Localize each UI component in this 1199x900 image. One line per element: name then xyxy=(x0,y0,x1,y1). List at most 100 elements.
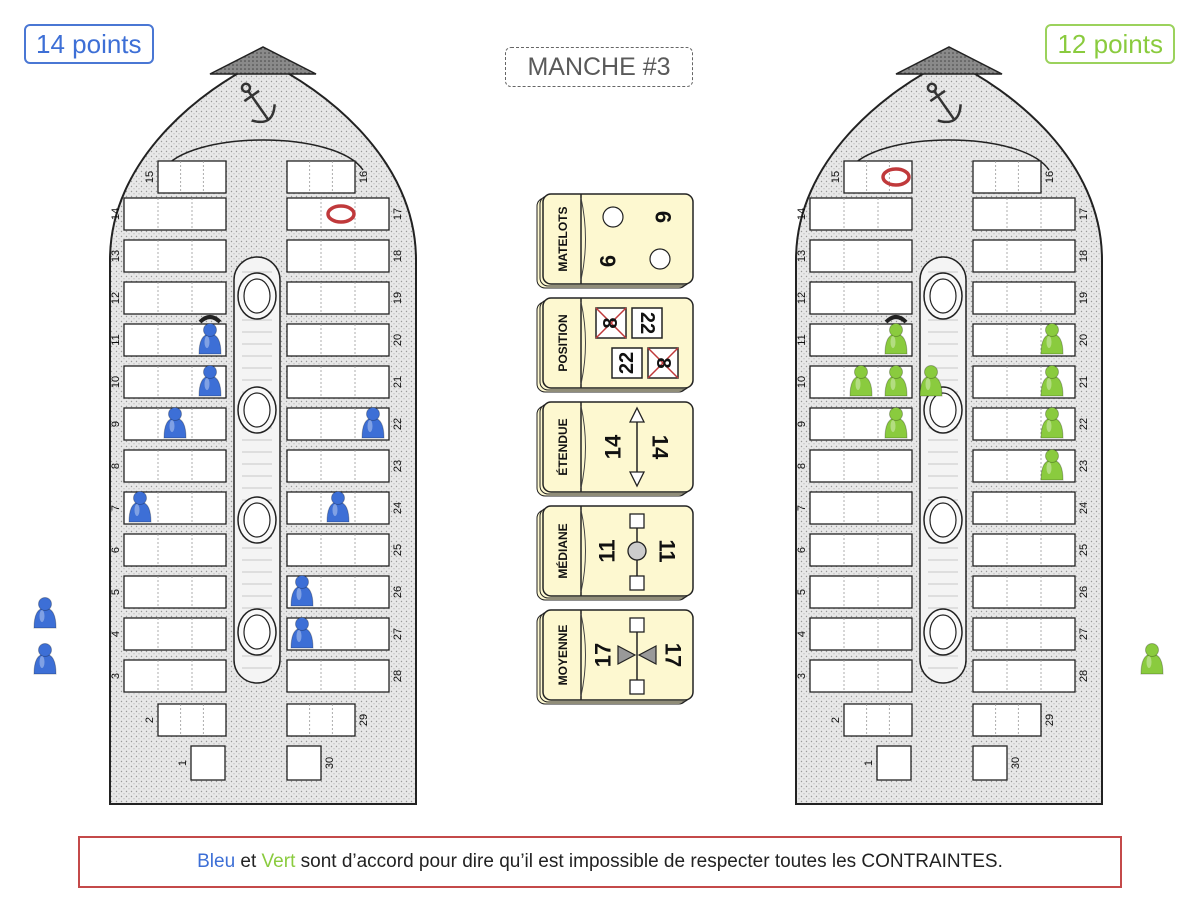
seat-number: 30 xyxy=(1010,757,1022,769)
bench-seat xyxy=(123,197,227,231)
pawn xyxy=(1040,407,1064,439)
seat-number: 11 xyxy=(110,334,122,345)
pawn xyxy=(884,365,908,397)
card-label: ÉTENDUE xyxy=(555,418,570,475)
seat-number: 7 xyxy=(796,505,808,511)
bench-seat xyxy=(876,745,912,781)
seat-number: 24 xyxy=(392,502,404,514)
pawn xyxy=(1040,365,1064,397)
seat-number: 2 xyxy=(144,717,156,723)
anchor-icon xyxy=(240,82,276,124)
bench-seat xyxy=(157,703,227,737)
pawn xyxy=(361,407,385,439)
red-ring xyxy=(881,167,911,187)
bench-seat xyxy=(157,160,227,194)
seat-number: 23 xyxy=(1078,460,1090,472)
seat-number: 2 xyxy=(830,717,842,723)
bench-seat xyxy=(972,659,1076,693)
pawn xyxy=(1040,323,1064,355)
bench-seat xyxy=(286,323,390,357)
seat-number: 25 xyxy=(1078,544,1090,556)
reserve-pawn xyxy=(1140,643,1164,675)
bench-seat xyxy=(286,365,390,399)
seat-number: 19 xyxy=(392,292,404,304)
seat-number: 25 xyxy=(392,544,404,556)
card-value: 22 xyxy=(636,312,658,334)
seat-number: 18 xyxy=(1078,250,1090,262)
seat-number: 1 xyxy=(177,760,189,766)
bench-seat xyxy=(972,703,1042,737)
seat-number: 8 xyxy=(796,463,808,469)
anchor-icon xyxy=(926,82,962,124)
position-box xyxy=(611,347,643,379)
seat-number: 17 xyxy=(392,208,404,220)
seat-number: 26 xyxy=(1078,586,1090,598)
seat-number: 30 xyxy=(324,757,336,769)
seat-number: 10 xyxy=(110,376,122,388)
seat-number: 29 xyxy=(358,714,370,726)
seat-number: 26 xyxy=(392,586,404,598)
pawn xyxy=(1040,449,1064,481)
seat-number: 1 xyxy=(863,760,875,766)
seat-number: 3 xyxy=(796,673,808,679)
pawn xyxy=(198,365,222,397)
bench-seat xyxy=(809,659,913,693)
bench-seat xyxy=(809,491,913,525)
seat-number: 22 xyxy=(1078,418,1090,430)
bench-seat xyxy=(843,703,913,737)
seat-number: 12 xyxy=(110,292,122,304)
bench-seat xyxy=(972,197,1076,231)
bench-seat xyxy=(286,160,356,194)
round-title: MANCHE #3 xyxy=(505,47,693,87)
seat-number: 21 xyxy=(392,376,404,388)
blue-score: 14 points xyxy=(24,24,154,64)
card-label: MATELOTS xyxy=(556,206,570,271)
seat-number: 11 xyxy=(796,334,808,345)
bench-seat xyxy=(286,659,390,693)
pawn xyxy=(919,365,943,397)
bench-seat xyxy=(972,239,1076,273)
seat-number: 4 xyxy=(110,631,122,637)
position-box xyxy=(631,307,663,339)
message-and: et xyxy=(235,851,262,872)
card-label: POSITION xyxy=(556,314,570,371)
seat-number: 5 xyxy=(796,589,808,595)
seat-number: 13 xyxy=(796,250,808,262)
card-value: 17 xyxy=(591,643,616,667)
card-value: 11 xyxy=(655,539,680,562)
captain-hat xyxy=(884,315,908,324)
bench-seat xyxy=(972,745,1008,781)
seat-number: 18 xyxy=(392,250,404,262)
bench-seat xyxy=(809,575,913,609)
card-value: 8 xyxy=(652,357,674,368)
card-value: 17 xyxy=(661,643,686,667)
seat-number: 3 xyxy=(110,673,122,679)
sailor-icon xyxy=(602,206,624,228)
seat-number: 10 xyxy=(796,376,808,388)
seat-number: 23 xyxy=(392,460,404,472)
bench-seat xyxy=(972,533,1076,567)
bench-seat xyxy=(809,239,913,273)
reserve-pawn xyxy=(33,643,57,675)
reserve-pawn xyxy=(33,597,57,629)
seat-number: 15 xyxy=(830,171,842,183)
bench-seat xyxy=(123,533,227,567)
bench-seat xyxy=(809,197,913,231)
bench-seat xyxy=(286,281,390,315)
green-score: 12 points xyxy=(1045,24,1175,64)
pawn xyxy=(884,323,908,355)
bench-seat xyxy=(123,281,227,315)
card-label: MÉDIANE xyxy=(555,523,570,578)
bench-seat xyxy=(286,745,322,781)
seat-number: 27 xyxy=(1078,628,1090,640)
seat-number: 29 xyxy=(1044,714,1056,726)
seat-number: 14 xyxy=(110,208,122,220)
status-message: Bleu et Vert sont d’accord pour dire qu’… xyxy=(78,836,1122,888)
